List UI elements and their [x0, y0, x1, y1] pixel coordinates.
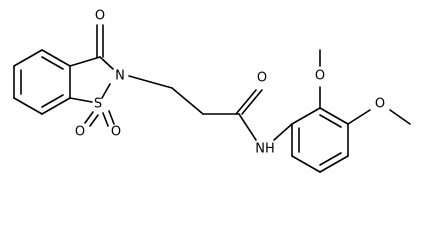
bond [13, 49, 43, 67]
atom-label-ring-nitrogen: N [115, 69, 125, 84]
atom-label-layer: O N S O O O NH O O [75, 9, 385, 157]
bond [238, 113, 257, 141]
molecule-structure-diagram: O N S O O O NH O O [13, 9, 411, 173]
bond [128, 75, 173, 89]
atom-label-methoxy-oxygen-4: O [375, 97, 385, 112]
atom-label-methoxy-oxygen-2: O [315, 69, 325, 84]
bond [319, 107, 349, 125]
bond-double-inner [319, 114, 342, 128]
bond-double-inner [319, 152, 342, 166]
bond-double-inner [41, 56, 64, 70]
bond [99, 56, 114, 70]
bond [291, 155, 321, 173]
bond [319, 155, 349, 173]
bond-double [108, 110, 115, 125]
atom-label-sulfur: S [94, 97, 102, 112]
atom-label-amide-oxygen: O [257, 71, 267, 86]
bond [171, 87, 204, 115]
atom-label-sulfonyl-oxygen-1: O [75, 125, 85, 140]
bond-double [102, 112, 109, 127]
bond [13, 97, 43, 115]
bond-double [235, 89, 257, 115]
bond-double [89, 114, 99, 127]
atom-label-oxo-oxygen: O [95, 9, 105, 24]
bond [347, 109, 371, 125]
bond [69, 56, 101, 67]
atom-label-amide-nh: NH [255, 142, 275, 157]
bond-layer [13, 24, 411, 173]
atom-label-sulfonyl-oxygen-2: O [111, 125, 121, 140]
bond [101, 83, 111, 99]
bond [41, 49, 71, 67]
bond-double-inner [41, 94, 64, 108]
bond [273, 123, 293, 141]
bond [291, 107, 321, 125]
bond-double [84, 111, 94, 124]
bond-double [241, 89, 263, 115]
bond [41, 97, 71, 115]
bond [69, 97, 93, 103]
bond [389, 109, 411, 125]
